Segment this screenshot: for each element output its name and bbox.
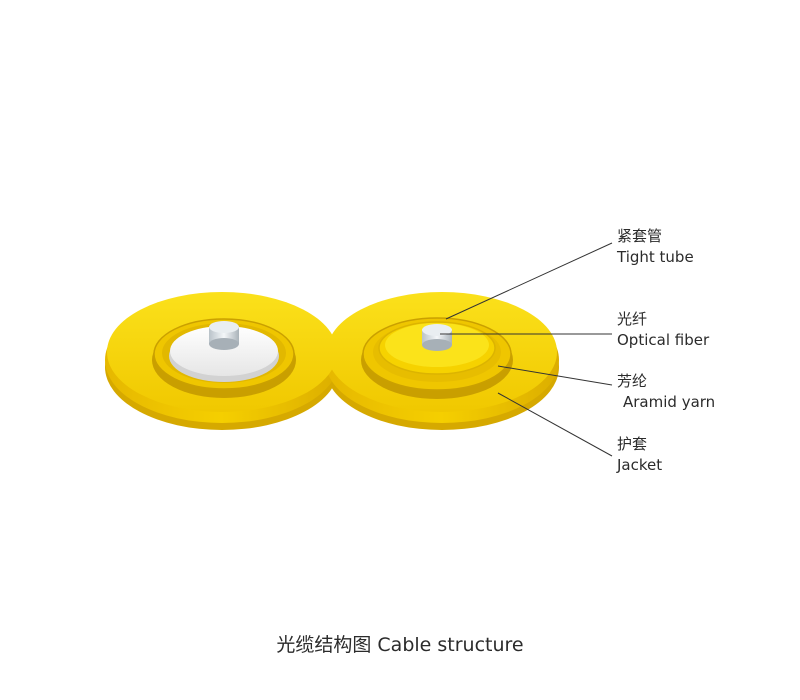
label-tight-tube-cn: 紧套管	[617, 227, 663, 245]
label-jacket-en: Jacket	[617, 456, 663, 474]
leader-line-aramid-yarn	[497, 365, 613, 386]
label-optical-fiber-en: Optical fiber	[617, 331, 710, 349]
label-optical-fiber: 光纤 Optical fiber	[617, 309, 709, 351]
left-cable-unit	[152, 318, 296, 398]
diagram-caption: 光缆结构图 Cable structure	[276, 634, 524, 656]
label-tight-tube: 紧套管 Tight tube	[617, 226, 694, 268]
right-cable-unit	[361, 317, 513, 399]
label-tight-tube-en: Tight tube	[617, 248, 694, 266]
tight-tube-left	[169, 326, 279, 382]
label-jacket-cn: 护套	[617, 435, 648, 453]
optical-fiber-left	[209, 321, 239, 350]
leader-line-tight-tube	[445, 242, 613, 320]
leader-line-jacket	[497, 392, 613, 457]
label-jacket: 护套 Jacket	[617, 434, 662, 476]
label-aramid-yarn-en: Aramid yarn	[623, 393, 716, 411]
label-optical-fiber-cn: 光纤	[617, 310, 648, 328]
label-aramid-yarn: 芳纶 Aramid yarn	[617, 371, 715, 413]
optical-fiber-right	[422, 324, 452, 351]
label-aramid-yarn-cn: 芳纶	[617, 372, 648, 390]
leader-lines	[440, 242, 613, 457]
